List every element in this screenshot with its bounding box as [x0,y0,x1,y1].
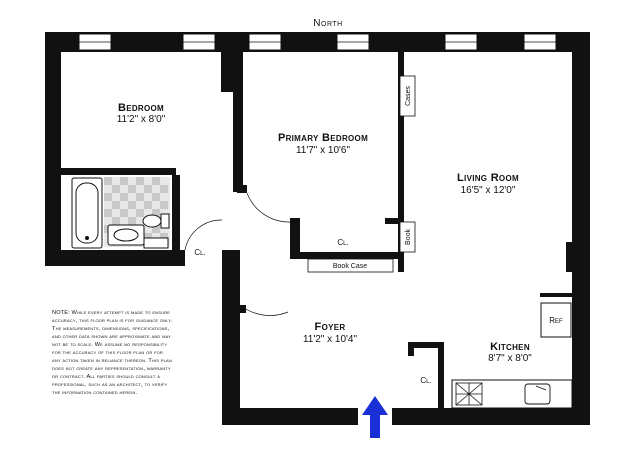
kitchen-sink-icon [524,383,551,405]
foyer-name: Foyer [315,321,346,333]
living-room-dims: 16'5" x 12'0" [461,185,516,196]
disclaimer-line: not be to scale. We assume no responsibi… [52,342,167,348]
disclaimer-line: The measurements, dimensions, specificat… [52,326,170,332]
closet-foyer-label: Cl. [420,376,431,385]
disclaimer-line: accuracy, this floor plan is for guidanc… [52,318,173,324]
disclaimer-line: does not create any representation, warr… [52,366,171,372]
vanity-icon [143,237,169,249]
foyer-dims: 11'2" x 10'4" [303,334,358,345]
closet-bath-label: Cl. [194,248,205,257]
bathroom [71,177,170,249]
entry-arrow-icon [362,396,388,438]
disclaimer-line: any action taken in reliance thereon. Th… [52,358,172,364]
kitchen-fixtures [451,302,573,409]
disclaimer-line: or contract. All parties should consult … [52,374,160,380]
bedroom-dims: 11'2" x 8'0" [117,114,166,125]
primary-bedroom-dims: 11'7" x 10'6" [296,145,351,156]
disclaimer-line: and other data shown are approximate and… [52,334,171,340]
windows [78,33,557,51]
cases-unit [399,75,416,117]
book-unit [399,221,416,253]
refrigerator-label: Ref [549,316,563,325]
counter [451,379,573,409]
disclaimer-line: professional, such as an architect, to v… [52,382,168,388]
refrigerator-icon [540,302,572,338]
disclaimer-line: the information contained herein. [52,390,138,396]
stove-icon [455,382,483,406]
sink-icon [107,224,145,246]
disclaimer-line: for the accuracy of this floor plan or f… [52,350,163,356]
book-case-label: Book Case [333,263,367,270]
interior-walls [61,52,572,408]
book-case-unit [307,258,394,273]
compass-north-label: North [313,18,342,29]
door-swings [184,192,291,316]
book-label: Book [405,229,412,245]
disclaimer-line: NOTE: While every attempt is made to ens… [52,310,170,316]
living-room-name: Living Room [457,172,519,184]
built-ins [307,75,416,273]
cases-label: Cases [405,86,412,106]
bathtub-icon [71,177,103,249]
primary-bedroom-name: Primary Bedroom [278,132,368,144]
toilet-icon [142,213,170,229]
bedroom-name: Bedroom [118,102,164,114]
kitchen-name: Kitchen [490,341,530,353]
closet-primary-label: Cl. [337,238,348,247]
kitchen-dims: 8'7" x 8'0" [488,353,532,364]
disclaimer: NOTE: While every attempt is made to ens… [52,310,173,396]
